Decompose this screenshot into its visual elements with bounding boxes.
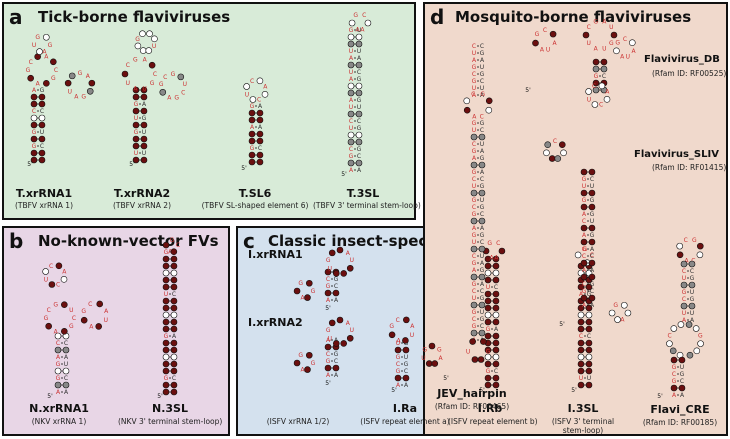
desc-jev-hairpin: (Rfam ID: RF00465) bbox=[434, 402, 510, 411]
desc-i-ra: (ISFV repeat element a) bbox=[360, 417, 450, 426]
label-t-sl6: T.SL6 bbox=[238, 187, 272, 200]
desc-n-3sl: (NKV 3' terminal stem-loop) bbox=[118, 417, 223, 426]
label-i-ra: I.Ra bbox=[392, 402, 418, 415]
desc-flavi-cre: (Rfam ID: RF00185) bbox=[642, 418, 718, 427]
desc-t-xrrna1: (TBFV xrRNA 1) bbox=[14, 201, 74, 210]
label-jev-hairpin: JEV_hairpin bbox=[437, 387, 507, 400]
panel-title: Mosquito-borne flaviviruses bbox=[455, 8, 692, 26]
label-flavi-cre: Flavi_CRE bbox=[650, 403, 710, 416]
desc-i-3sl-line2: stem-loop) bbox=[562, 426, 604, 435]
label-i-xrrna2: I.xrRNA2 bbox=[248, 316, 303, 329]
label-flavivirus-db: Flavivirus_DB bbox=[644, 54, 720, 65]
panel-letter: b bbox=[9, 229, 24, 253]
label-i-rb: I.Rb bbox=[477, 402, 503, 415]
label-i-3sl: I.3SL bbox=[567, 402, 599, 415]
panel-tick-borne: a Tick-borne flaviviruses bbox=[2, 2, 416, 220]
panel-title: Tick-borne flaviviruses bbox=[38, 8, 231, 26]
panel-letter: c bbox=[243, 229, 255, 253]
desc-n-xrrna1: (NKV xrRNA 1) bbox=[31, 417, 87, 426]
label-n-3sl: N.3SL bbox=[152, 402, 188, 415]
label-i-xrrna1: I.xrRNA1 bbox=[248, 248, 303, 261]
label-t-xrrna1: T.xrRNA1 bbox=[15, 187, 73, 200]
desc-i-xrrna: (ISFV xrRNA 1/2) bbox=[266, 417, 330, 426]
desc-i-rb: (ISFV repeat element b) bbox=[448, 417, 538, 426]
label-t-xrrna2: T.xrRNA2 bbox=[113, 187, 171, 200]
panel-letter: a bbox=[9, 5, 23, 29]
desc-flavivirus-sliv: (Rfam ID: RF01415) bbox=[652, 163, 727, 172]
panel-letter: d bbox=[430, 5, 445, 29]
desc-t-3sl: (TBFV 3' terminal stem-loop) bbox=[313, 201, 421, 210]
desc-flavivirus-db: (Rfam ID: RF00525) bbox=[652, 69, 727, 78]
label-n-xrrna1: N.xrRNA1 bbox=[29, 402, 89, 415]
panel-title: No-known-vector FVs bbox=[38, 232, 219, 250]
panel-mosquito-borne: d Mosquito-borne flaviviruses bbox=[423, 2, 728, 436]
label-flavivirus-sliv: Flavivirus_SLIV bbox=[634, 149, 719, 160]
desc-i-3sl-line1: (ISFV 3' terminal bbox=[551, 417, 615, 426]
panel-no-known-vector: b No-known-vector FVs bbox=[2, 226, 230, 436]
desc-t-sl6: (TBFV SL-shaped element 6) bbox=[201, 201, 309, 210]
desc-t-xrrna2: (TBFV xrRNA 2) bbox=[112, 201, 172, 210]
label-t-3sl: T.3SL bbox=[346, 187, 380, 200]
